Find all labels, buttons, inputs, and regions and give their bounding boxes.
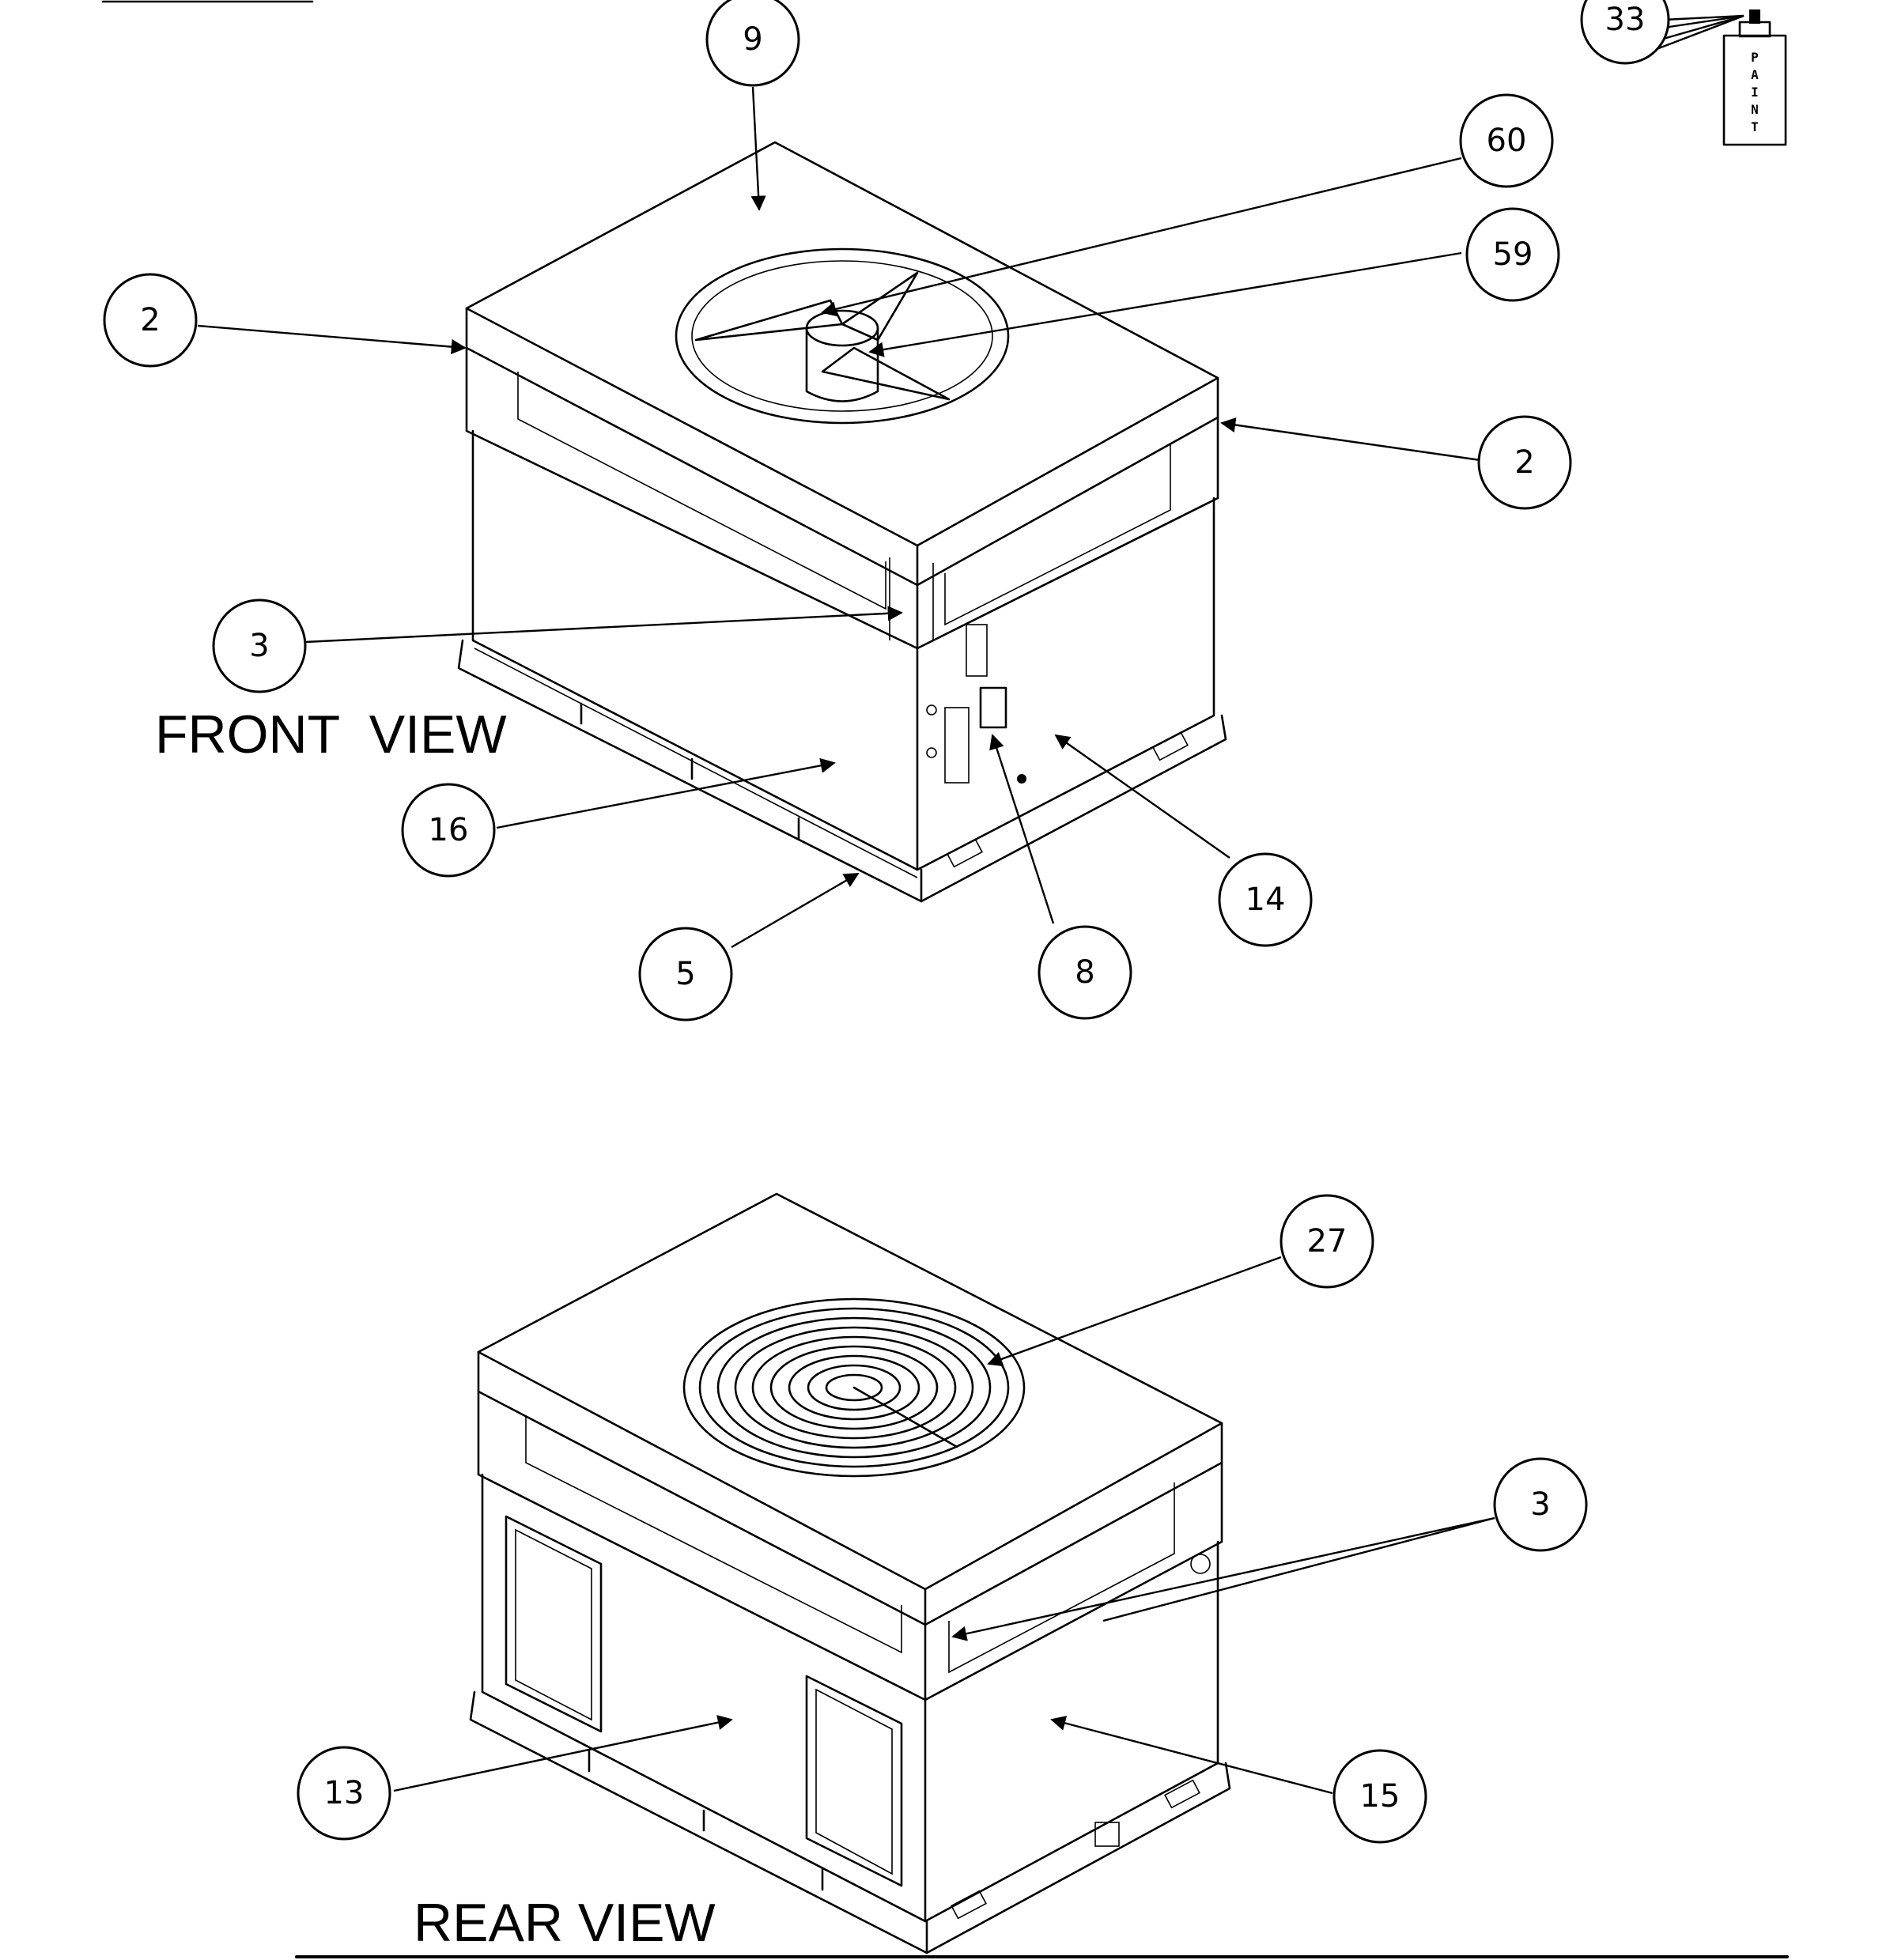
duct-opening-right [805, 1675, 903, 1887]
svg-text:2: 2 [1514, 444, 1534, 481]
callout-60: 60 [1459, 93, 1554, 188]
rear-view-label: REAR VIEW [414, 1893, 716, 1953]
callout-27: 27 [1280, 1194, 1374, 1289]
paint-can-icon: P A I N T [1722, 9, 1787, 146]
leader-lines [197, 14, 1744, 1795]
callout-9: 9 [705, 0, 800, 87]
paint-letter: A [1751, 67, 1759, 82]
fan-guard [675, 247, 1010, 425]
paint-letter: T [1751, 119, 1759, 134]
svg-text:13: 13 [324, 1775, 365, 1811]
svg-text:16: 16 [429, 812, 469, 848]
front-view-label: FRONT VIEW [155, 704, 507, 765]
svg-text:9: 9 [743, 21, 762, 58]
fan-blade [694, 299, 844, 342]
svg-text:3: 3 [249, 628, 269, 664]
svg-text:3: 3 [1530, 1486, 1550, 1523]
rear-view-unit [469, 1192, 1231, 1954]
callout-14: 14 [1218, 852, 1313, 947]
svg-text:8: 8 [1075, 954, 1094, 991]
callout-33: 33 [1580, 0, 1670, 65]
callout-8: 8 [1038, 925, 1132, 1020]
front-louver-upper [966, 624, 988, 677]
fan-motor [805, 309, 879, 347]
coil-guard [682, 1297, 1026, 1478]
callout-2-right: 2 [1477, 415, 1572, 510]
svg-text:15: 15 [1360, 1778, 1400, 1815]
callout-16: 16 [401, 783, 496, 878]
svg-text:5: 5 [675, 956, 695, 992]
front-view-unit [457, 141, 1227, 903]
paint-letter: P [1751, 50, 1759, 65]
svg-text:59: 59 [1493, 236, 1533, 273]
callout-15: 15 [1332, 1749, 1427, 1844]
front-louver-lower [944, 707, 970, 784]
disconnect-box [979, 686, 1007, 729]
callout-3-front: 3 [212, 599, 307, 693]
callout-13: 13 [297, 1746, 391, 1841]
svg-text:14: 14 [1246, 882, 1286, 918]
svg-text:60: 60 [1487, 123, 1527, 159]
callout-5: 5 [638, 927, 733, 1022]
callout-3-rear: 3 [1493, 1457, 1588, 1552]
callout-2-left: 2 [103, 273, 198, 368]
paint-letter: I [1751, 85, 1759, 100]
paint-letter: N [1751, 102, 1759, 117]
callout-59: 59 [1465, 207, 1560, 302]
duct-opening-left [505, 1515, 603, 1733]
svg-text:27: 27 [1307, 1223, 1348, 1259]
svg-text:33: 33 [1605, 2, 1646, 38]
svg-text:2: 2 [140, 302, 160, 338]
